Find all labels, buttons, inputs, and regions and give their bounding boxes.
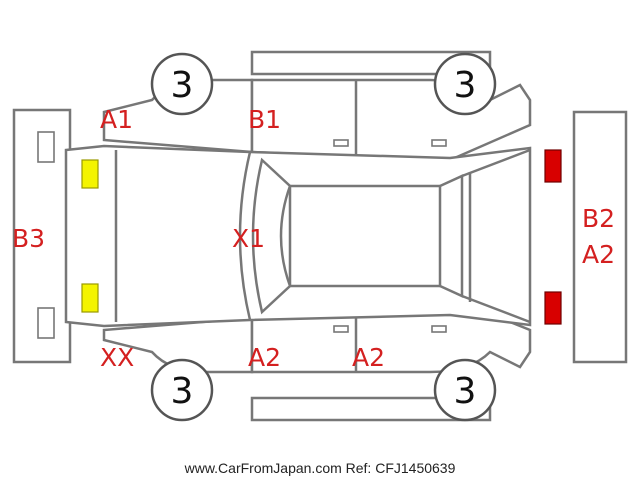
- label-a1: A1: [100, 105, 133, 134]
- label-a2-right-rear-door: A2: [352, 343, 385, 372]
- tire-count-front-right: 3: [171, 371, 194, 412]
- right-roof-rail: [250, 396, 492, 422]
- label-a2-front: A2: [582, 240, 615, 269]
- rear-bumper-reflector-top: [37, 131, 55, 163]
- tire-count-rear-left: 3: [454, 65, 477, 106]
- label-x1: X1: [232, 224, 265, 253]
- rear-windshield: [251, 157, 292, 315]
- rear-lamp-top: [81, 159, 99, 189]
- tire-rear-right: 3: [433, 358, 497, 422]
- tire-count-front-left: 3: [171, 65, 194, 106]
- vehicle-top-body: [64, 144, 532, 328]
- front-lamp-bottom: [544, 291, 562, 325]
- label-a2-right-front-door: A2: [248, 343, 281, 372]
- right-rear-door-handle: [333, 325, 349, 333]
- right-front-door-handle: [431, 325, 447, 333]
- hood-edge-bottom: [461, 294, 531, 324]
- tire-count-rear-right: 3: [454, 371, 477, 412]
- watermark-text: www.CarFromJapan.com Ref: CFJ1450639: [184, 460, 456, 476]
- label-b3: B3: [12, 224, 45, 253]
- front-bumper: [572, 110, 628, 364]
- left-roof-rail: [250, 50, 492, 76]
- front-windshield: [439, 174, 464, 298]
- left-front-door-handle: [431, 139, 447, 147]
- tire-front-right: 3: [150, 358, 214, 422]
- rear-bumper-reflector-bottom: [37, 307, 55, 339]
- hood-edge-top: [461, 148, 531, 178]
- rear-window-curve: [238, 151, 252, 321]
- tire-front-left: 3: [150, 52, 214, 116]
- rear-bumper: [12, 108, 72, 364]
- tire-rear-left: 3: [433, 52, 497, 116]
- front-lamp-top: [544, 149, 562, 183]
- label-b1: B1: [248, 105, 281, 134]
- label-xx: XX: [100, 343, 134, 372]
- rear-lamp-bottom: [81, 283, 99, 313]
- left-rear-door-handle: [333, 139, 349, 147]
- label-b2: B2: [582, 204, 615, 233]
- roof-panel: [288, 184, 442, 288]
